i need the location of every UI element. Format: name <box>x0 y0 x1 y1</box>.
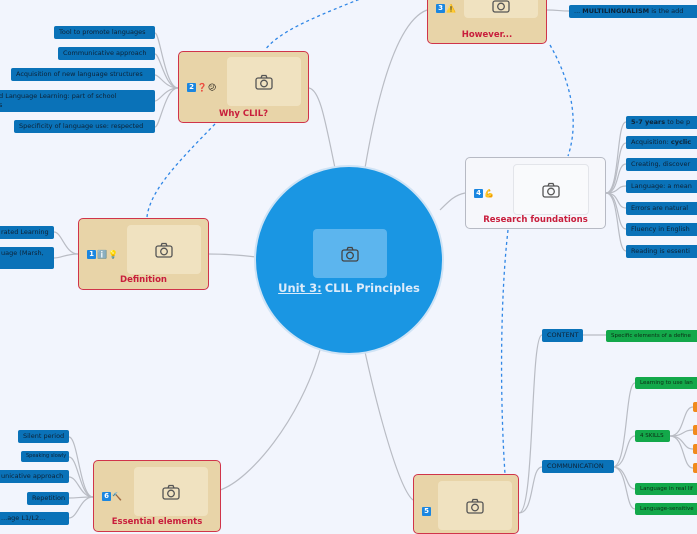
image-placeholder <box>313 229 387 278</box>
subtopic[interactable]: Acquisition of new language structures <box>11 68 155 81</box>
bold-text: MULTILINGUALISM <box>582 7 650 15</box>
gavel-icon: 🔨 <box>112 492 122 501</box>
topic-label: Definition <box>120 275 167 285</box>
lightbulb-icon: 💡 <box>107 250 118 259</box>
skill-item[interactable] <box>693 402 697 412</box>
unit-label: Unit 3: <box>278 281 322 295</box>
subtopic[interactable]: ...age L1/L2... <box>0 512 69 525</box>
subtopic[interactable]: uage (Marsh, <box>0 247 54 269</box>
subtopic[interactable]: Tool to promote languages <box>54 26 155 39</box>
skill-item[interactable] <box>693 444 697 454</box>
question-icon: ❓ <box>197 83 207 92</box>
text: to be p <box>667 118 691 126</box>
subtopic[interactable]: Speaking slowly <box>21 451 69 462</box>
topic-research-foundations[interactable]: 4💪 Research foundations <box>465 157 606 229</box>
central-topic[interactable]: Unit 3:CLIL Principles <box>254 165 444 355</box>
subtopic[interactable]: Fluency in English <box>626 223 697 236</box>
subtopic[interactable]: rated Learning <box>0 226 54 239</box>
subtopic[interactable]: 5-7 years to be p <box>626 116 697 129</box>
topic-essential-elements[interactable]: 6🔨 Essential elements <box>93 460 221 532</box>
subtopic-content[interactable]: CONTENT <box>542 329 583 342</box>
topic-label: Why CLIL? <box>218 109 269 119</box>
connectors <box>53 0 694 519</box>
subtopic-communication[interactable]: COMMUNICATION <box>542 460 614 473</box>
priority-2-icon: 2 <box>187 83 196 92</box>
priority-6-icon: 6 <box>102 492 111 501</box>
priority-3-icon: 3 <box>436 4 445 13</box>
priority-4-icon: 4 <box>474 189 483 198</box>
subtopic[interactable]: Language in real lif <box>635 483 697 495</box>
flexed-arm-icon: 💪 <box>484 189 494 198</box>
subtopic[interactable]: Reading is essenti <box>626 245 697 258</box>
subtopic[interactable]: Errors are natural <box>626 202 697 215</box>
text: Acquisition: <box>631 138 669 146</box>
subtopic[interactable]: Learning to use lan <box>635 377 697 389</box>
central-title: Unit 3:CLIL Principles <box>256 281 442 295</box>
subtopic[interactable]: Communicative approach <box>58 47 155 60</box>
topic-however[interactable]: 3⚠️ However... <box>427 0 547 44</box>
topic-label: Research foundations <box>483 215 588 225</box>
confused-face-icon: 😕 <box>207 83 217 92</box>
subtopic-4-skills[interactable]: 4 SKILLS <box>635 430 670 442</box>
topic-label: Essential elements <box>111 517 203 527</box>
camera-icon <box>155 242 173 258</box>
camera-icon <box>542 182 560 198</box>
bold-text: 5-7 years <box>631 118 666 126</box>
camera-icon <box>341 246 359 262</box>
priority-1-icon: 1 <box>87 250 96 259</box>
text: is the add <box>651 7 684 15</box>
camera-icon <box>466 498 484 514</box>
subtopic[interactable]: Silent period <box>18 430 69 443</box>
skill-item[interactable] <box>693 425 697 435</box>
camera-icon <box>255 74 273 90</box>
topic-why-clil[interactable]: 2❓😕 Why CLIL? <box>178 51 309 123</box>
image-placeholder <box>127 225 201 274</box>
subtopic[interactable]: Specific elements of a define <box>606 330 697 342</box>
image-placeholder <box>464 0 538 18</box>
camera-icon <box>492 0 510 13</box>
subtopic[interactable]: Acquisition: cyclic <box>626 136 697 149</box>
subtopic[interactable]: Specificity of language use: respected <box>14 120 155 133</box>
bold-text: cyclic <box>670 138 692 146</box>
info-icon: ℹ️ <box>97 250 107 259</box>
central-title-text: CLIL Principles <box>324 281 420 295</box>
topic-5[interactable]: 5 <box>413 474 519 534</box>
ellipsis: ... <box>574 7 581 15</box>
priority-5-icon: 5 <box>422 507 431 516</box>
subtopic[interactable]: Repetition <box>27 492 69 505</box>
image-placeholder <box>513 164 589 215</box>
subtopic[interactable]: d Language Learning: part of school s <box>0 90 155 112</box>
image-placeholder <box>438 481 512 530</box>
image-placeholder <box>134 467 208 516</box>
subtopic[interactable]: Creating, discover <box>626 158 697 171</box>
subtopic[interactable]: Language: a mean <box>626 180 697 193</box>
subtopic[interactable]: unicative approach <box>0 470 69 483</box>
topic-label: However... <box>461 30 513 40</box>
camera-icon <box>162 484 180 500</box>
subtopic[interactable]: ... MULTILINGUALISM is the add <box>569 5 697 18</box>
warning-icon: ⚠️ <box>446 4 456 13</box>
skill-item[interactable] <box>693 463 697 473</box>
image-placeholder <box>227 57 301 106</box>
subtopic[interactable]: Language-sensitive <box>635 503 697 515</box>
